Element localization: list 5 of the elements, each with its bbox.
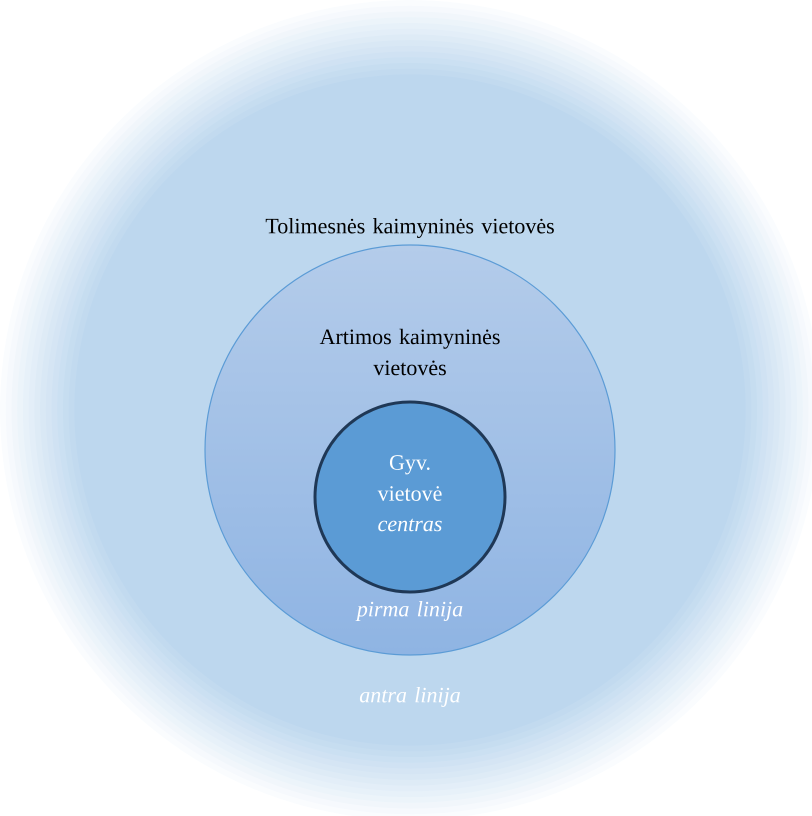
zone-label: centras xyxy=(378,518,442,532)
zone-label: antra linija xyxy=(360,687,460,707)
zone-label: Tolimesnės kaimyninės vietovės xyxy=(266,218,554,238)
zone-label: pirma linija xyxy=(356,601,462,621)
zone-label: Artimos kaimyninės vietovės xyxy=(320,328,500,376)
